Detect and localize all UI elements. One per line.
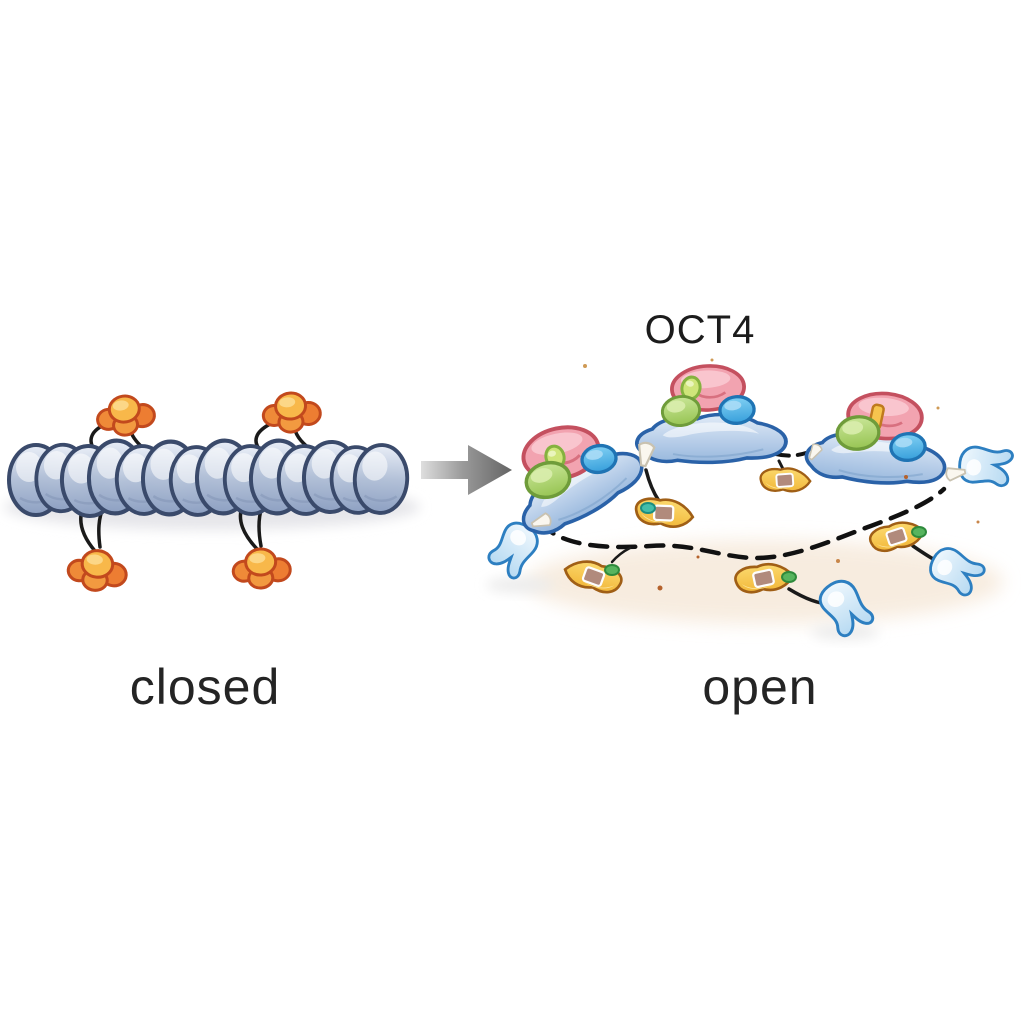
factor-accent — [781, 571, 797, 583]
oct4-complex — [833, 389, 928, 464]
factor-accent — [640, 502, 656, 514]
pioneer-factor-body — [634, 412, 788, 465]
histone-modification-mark — [65, 546, 130, 595]
fork-shadow — [486, 577, 554, 593]
transcription-factor — [632, 493, 697, 533]
transcription-factor — [758, 465, 813, 495]
histone-modification-mark — [260, 389, 324, 436]
closed-state-label: closed — [129, 659, 281, 715]
dna-end-fork — [954, 439, 1016, 491]
blue-cofactor — [717, 393, 757, 427]
oct4-label: OCT4 — [644, 308, 756, 352]
speckles — [583, 358, 980, 591]
factor-accent — [911, 526, 927, 538]
nucleosome-array — [7, 439, 411, 520]
nucleosome — [351, 441, 411, 517]
factor-accent — [604, 564, 620, 576]
histone-modification-mark — [93, 390, 159, 441]
open-state-label: open — [702, 659, 818, 715]
histone-modification-mark — [230, 545, 293, 592]
closed-chromatin-illustration — [4, 389, 420, 595]
transition-arrow-icon — [421, 445, 512, 495]
blue-cofactor — [888, 430, 928, 464]
open-chromatin-illustration — [482, 358, 1016, 641]
dna-stem — [644, 468, 661, 503]
